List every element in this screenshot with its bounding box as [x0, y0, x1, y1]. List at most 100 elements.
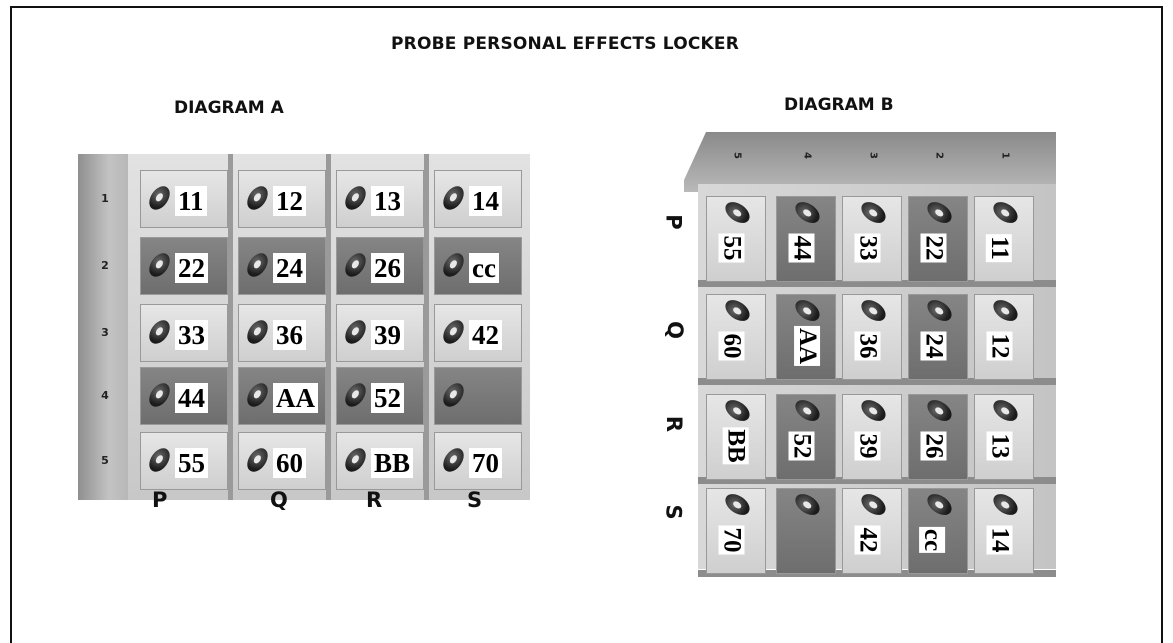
locker-shelf-edge — [698, 477, 1056, 484]
lock-icon — [243, 379, 272, 411]
lock-icon — [243, 316, 272, 348]
locker-door: 11 — [140, 170, 228, 228]
lock-icon — [923, 395, 956, 426]
lock-icon — [439, 182, 468, 214]
locker-door: 33 — [140, 304, 228, 362]
row-label: S — [661, 504, 686, 520]
locker-door: 39 — [336, 304, 424, 362]
lock-icon — [989, 395, 1022, 426]
locker-door: 22 — [140, 237, 228, 295]
lock-icon — [145, 182, 174, 214]
locker-door: 44 — [776, 196, 836, 282]
locker-column-divider — [424, 154, 429, 500]
locker-number: 12 — [986, 331, 1014, 361]
lock-icon — [791, 295, 824, 326]
column-label: R — [366, 488, 383, 512]
lock-icon — [923, 295, 956, 326]
locker-door: 36 — [842, 294, 902, 380]
locker-door: 24 — [908, 294, 968, 380]
locker-door: 52 — [336, 367, 424, 425]
locker-number: AA — [794, 325, 822, 367]
lock-icon — [791, 395, 824, 426]
diagram-b-label: DIAGRAM B — [784, 95, 894, 115]
locker-number: 44 — [175, 383, 208, 413]
locker-door: 26 — [336, 237, 424, 295]
column-label: Q — [270, 488, 288, 512]
row-number-label: 3 — [101, 326, 109, 339]
column-label: P — [152, 488, 168, 512]
lock-icon — [341, 379, 370, 411]
row-label: Q — [662, 321, 687, 339]
locker-number: 70 — [469, 448, 502, 478]
locker-number: BB — [722, 427, 750, 465]
locker-door: AA — [238, 367, 326, 425]
locker-door: 13 — [336, 170, 424, 228]
locker-door — [434, 367, 522, 425]
locker-number: 42 — [469, 320, 502, 350]
lock-icon — [243, 249, 272, 281]
lock-icon — [857, 395, 890, 426]
locker-number: 24 — [920, 331, 948, 361]
locker-shelf-edge — [698, 280, 1056, 287]
locker-number: 44 — [788, 233, 816, 263]
locker-number: 11 — [985, 234, 1013, 262]
lock-icon — [989, 489, 1022, 520]
lock-icon — [989, 295, 1022, 326]
locker-number: BB — [371, 448, 414, 478]
locker-door: 39 — [842, 394, 902, 480]
locker-number: 12 — [273, 186, 306, 216]
locker-door: 42 — [434, 304, 522, 362]
locker-column-divider — [228, 154, 233, 500]
row-number-label: 4 — [101, 389, 109, 402]
locker-top-face — [684, 132, 1056, 192]
locker-door: 33 — [842, 196, 902, 282]
lock-icon — [439, 379, 468, 411]
locker-door: BB — [706, 394, 766, 480]
locker-door: 22 — [908, 196, 968, 282]
lock-icon — [857, 197, 890, 228]
locker-door: 11 — [974, 196, 1034, 282]
locker-number: 52 — [788, 431, 816, 461]
lock-icon — [243, 182, 272, 214]
lock-icon — [791, 197, 824, 228]
locker-door: 12 — [238, 170, 326, 228]
locker-door: 14 — [974, 488, 1034, 574]
lock-icon — [857, 489, 890, 520]
lock-icon — [145, 379, 174, 411]
locker-door: BB — [336, 432, 424, 490]
locker-number: 14 — [986, 525, 1014, 555]
locker-number: 70 — [718, 525, 746, 555]
locker-number: 60 — [273, 448, 306, 478]
locker-number: 33 — [175, 320, 208, 350]
locker-door: 55 — [140, 432, 228, 490]
locker-column-divider — [326, 154, 331, 500]
locker-number: 33 — [854, 233, 882, 263]
locker-door: 14 — [434, 170, 522, 228]
lock-icon — [145, 444, 174, 476]
locker-door: 36 — [238, 304, 326, 362]
locker-shelf-edge — [698, 378, 1056, 385]
locker-door: 52 — [776, 394, 836, 480]
lock-icon — [439, 444, 468, 476]
column-number-label: 1 — [999, 152, 1011, 159]
locker-number: 22 — [175, 253, 208, 283]
locker-number: 36 — [854, 331, 882, 361]
locker-door: 60 — [238, 432, 326, 490]
lock-icon — [145, 249, 174, 281]
column-number-label: 4 — [801, 152, 813, 159]
lock-icon — [923, 197, 956, 228]
lock-icon — [989, 197, 1022, 228]
figure-title: PROBE PERSONAL EFFECTS LOCKER — [391, 34, 739, 54]
lock-icon — [145, 316, 174, 348]
lock-icon — [791, 489, 824, 520]
locker-door: 70 — [434, 432, 522, 490]
row-number-label: 1 — [101, 192, 109, 205]
locker-number: 39 — [371, 320, 404, 350]
row-number-label: 2 — [101, 259, 109, 272]
lock-icon — [341, 444, 370, 476]
locker-number: 22 — [920, 233, 948, 263]
lock-icon — [923, 489, 956, 520]
locker-number: AA — [273, 383, 318, 413]
